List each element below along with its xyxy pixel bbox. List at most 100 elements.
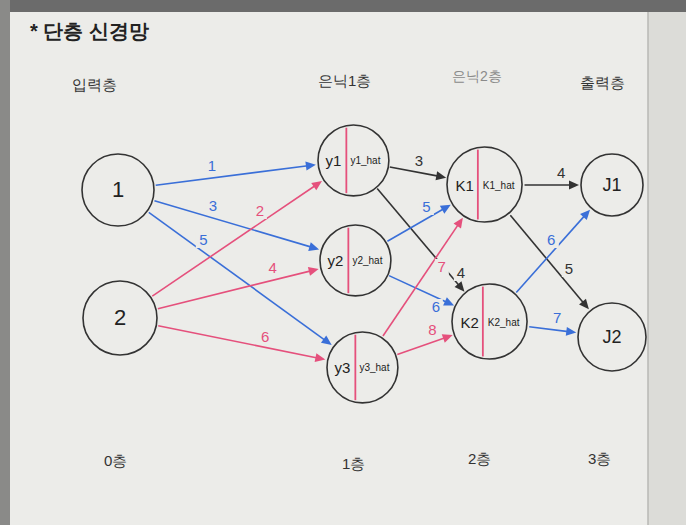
weight-value: 2 xyxy=(253,203,267,219)
layer-label: 은닉2층 xyxy=(452,68,502,86)
weight-connector xyxy=(158,267,319,309)
divider-line xyxy=(482,287,484,357)
neuron-name: 2 xyxy=(114,305,126,331)
neuron-circle: 1 xyxy=(81,153,155,227)
arrow-head xyxy=(311,181,322,190)
weight-value: 6 xyxy=(258,329,272,345)
arrow-head xyxy=(580,210,590,220)
arrow-head xyxy=(440,205,451,214)
weight-value: 4 xyxy=(554,165,568,181)
arrow-head xyxy=(569,181,579,190)
circle-outline xyxy=(581,154,643,216)
weight-connector xyxy=(510,215,589,309)
connector-line xyxy=(387,209,443,242)
divider-line xyxy=(345,127,347,192)
arrow-head xyxy=(442,334,453,342)
board-edge xyxy=(647,12,649,525)
neuron-name: K1 xyxy=(455,177,473,194)
arrow-head xyxy=(305,162,315,171)
circle-outline xyxy=(452,284,527,359)
weight-connector xyxy=(383,218,463,336)
arrow-head xyxy=(579,299,589,310)
neuron-name: y3 xyxy=(335,359,351,376)
neuron-name: J1 xyxy=(602,175,621,196)
divider-line xyxy=(477,150,479,220)
arrow-head xyxy=(321,336,332,346)
arrow-head xyxy=(315,353,326,362)
weight-connector xyxy=(149,212,332,345)
weight-value: 6 xyxy=(544,232,558,248)
weight-connector xyxy=(390,167,446,180)
node-content: y2y2_hat xyxy=(328,252,383,269)
connector-line xyxy=(525,184,571,186)
layer-label: 출력층 xyxy=(580,74,625,93)
weight-connector xyxy=(156,162,316,186)
neuron-circle: y3 y3_hat xyxy=(326,331,399,404)
weight-connector xyxy=(516,210,590,293)
weight-value: 6 xyxy=(429,299,443,315)
node-content: K1 K1_hat xyxy=(455,177,514,194)
weight-value: 7 xyxy=(434,259,448,275)
connector-line xyxy=(156,166,308,185)
connector-line xyxy=(397,338,445,355)
arrow-head xyxy=(435,171,446,180)
weight-connector xyxy=(529,327,576,336)
board-edge xyxy=(0,0,686,12)
circle-outline xyxy=(327,332,398,403)
neuron-circle: J2 xyxy=(577,302,647,372)
neuron-name: K2 xyxy=(460,314,478,331)
weight-connector xyxy=(525,181,579,190)
node-content: y1 y1_hat xyxy=(326,152,381,169)
weight-value: 5 xyxy=(419,199,433,215)
connector-line xyxy=(158,271,311,309)
node-content: 2 xyxy=(114,305,126,331)
layer-label: 1층 xyxy=(342,455,365,474)
neuron-circle: y1 y1_hat xyxy=(317,124,390,197)
weight-value: 3 xyxy=(206,198,220,214)
arrow-head xyxy=(308,242,319,251)
weight-value: 3 xyxy=(412,153,426,169)
weight-value: 7 xyxy=(550,310,564,326)
arrow-head xyxy=(443,297,454,305)
node-content: y3 y3_hat xyxy=(335,359,390,376)
weight-value: 8 xyxy=(425,322,439,338)
neuron-name: y2 xyxy=(328,252,344,269)
circle-outline xyxy=(578,303,646,371)
neuron-output: K2_hat xyxy=(488,317,520,328)
layer-label: 3층 xyxy=(588,450,611,469)
arrow-head xyxy=(455,281,465,292)
connector-line xyxy=(152,186,315,297)
arrow-head xyxy=(308,267,319,276)
circle-outline xyxy=(82,154,154,226)
weight-connector xyxy=(152,181,322,296)
node-content: J1 xyxy=(602,175,621,196)
neuron-output: y1_hat xyxy=(350,155,380,166)
neuron-name: y1 xyxy=(326,152,342,169)
neuron-output: y3_hat xyxy=(359,362,389,373)
layer-label: 2층 xyxy=(468,450,491,469)
weight-connector xyxy=(158,326,325,362)
circle-outline xyxy=(447,147,522,222)
neuron-name: 1 xyxy=(112,177,124,203)
neuron-output: K1_hat xyxy=(483,180,515,191)
connector-line xyxy=(154,201,311,247)
weight-value: 4 xyxy=(266,260,280,276)
weight-value: 1 xyxy=(205,158,219,174)
board-edge xyxy=(0,0,10,525)
connector-line xyxy=(158,326,317,358)
neuron-circle: 2 xyxy=(82,280,158,356)
connector-line xyxy=(529,327,568,332)
connector-line xyxy=(377,189,459,286)
circle-outline xyxy=(318,125,389,196)
node-content: 1 xyxy=(112,177,124,203)
circle-outline xyxy=(83,281,157,355)
neuron-name: J2 xyxy=(602,327,621,348)
weight-value: 5 xyxy=(196,232,210,248)
board-edge xyxy=(648,12,686,525)
neuron-circle: K2 K2_hat xyxy=(451,283,528,360)
arrow-head xyxy=(566,327,576,336)
neuron-circle: y2y2_hat xyxy=(319,224,392,297)
connector-line xyxy=(516,216,584,293)
weight-connector xyxy=(154,201,319,251)
connector-line xyxy=(389,276,447,303)
